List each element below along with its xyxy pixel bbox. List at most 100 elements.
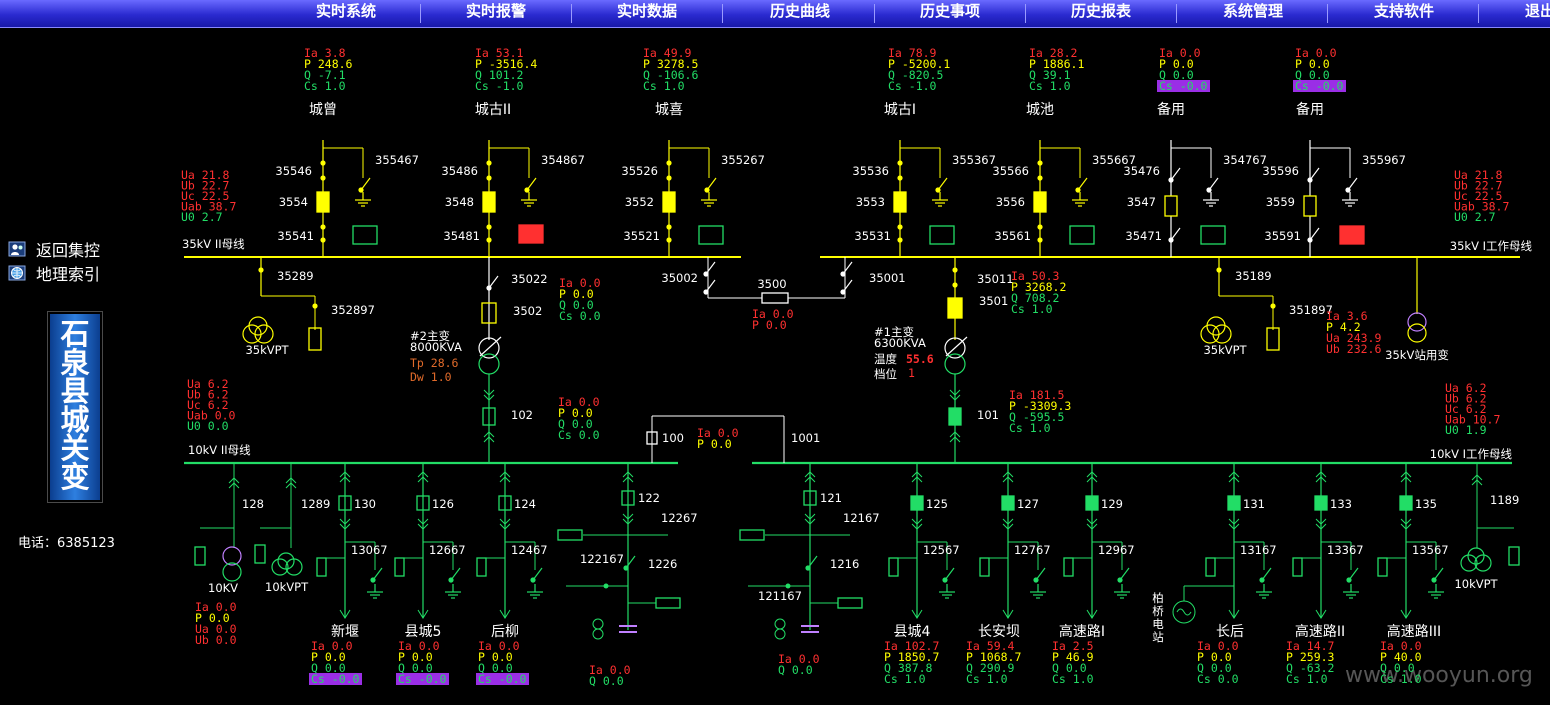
menu-separator [571, 4, 572, 23]
back-to-control-link[interactable]: 返回集控 [8, 238, 100, 260]
bus-tie-breaker[interactable] [646, 431, 658, 445]
earth-switch[interactable] [370, 567, 383, 583]
menu-history-report[interactable]: 历史报表 [1071, 2, 1132, 20]
disconnector[interactable] [703, 279, 716, 295]
disconnector[interactable] [1307, 167, 1320, 183]
menu-separator [874, 4, 875, 23]
menu-realtime-system[interactable]: 实时系统 [316, 2, 377, 20]
feeder-breaker[interactable] [1227, 495, 1241, 511]
transformer-lv-breaker[interactable] [948, 407, 962, 426]
switch-blade [1208, 177, 1219, 191]
geo-index-link[interactable]: 地理索引 [8, 262, 100, 284]
circuit-breaker[interactable] [1303, 195, 1317, 217]
temp-label: 温度 [874, 352, 897, 366]
measurement-value: Cs 1.0 [1052, 672, 1094, 686]
feeder-breaker[interactable] [1399, 495, 1413, 511]
bus-voltage: Ua 6.2 [1445, 381, 1487, 395]
disconnector[interactable] [840, 261, 853, 277]
menu-exit[interactable]: 退出 [1525, 2, 1550, 20]
switch-blade [450, 567, 461, 581]
disconnector[interactable] [840, 279, 853, 295]
measurement-value: P 3278.5 [643, 57, 698, 71]
bus-voltage: U0 1.9 [1445, 423, 1487, 437]
menu-system-admin[interactable]: 系统管理 [1223, 2, 1284, 20]
disconnector[interactable] [1307, 227, 1320, 243]
disconnector[interactable] [1168, 227, 1181, 243]
measurement-value: Q 0.0 [478, 661, 513, 675]
measurement-value: Q 101.2 [475, 68, 523, 82]
earth-switch[interactable] [1117, 567, 1130, 583]
feeder-name: 长安坝 [978, 624, 1020, 640]
disconnector[interactable] [486, 275, 499, 291]
switch-id: 122167 [580, 552, 624, 566]
earth-switch[interactable] [1206, 177, 1219, 193]
measurement-value: P 0.0 [752, 318, 787, 332]
earth-switch[interactable] [358, 177, 371, 193]
feeder-breaker[interactable] [1314, 495, 1328, 511]
earth-switch[interactable] [1431, 567, 1444, 583]
feeder-breaker[interactable] [1001, 495, 1015, 511]
menu-realtime-alarm[interactable]: 实时报警 [466, 2, 527, 20]
earth-symbol [931, 191, 949, 207]
disconnector[interactable] [805, 555, 818, 571]
earth-switch[interactable] [1345, 177, 1358, 193]
switch-id: 35022 [511, 272, 548, 286]
earth-switch[interactable] [942, 567, 955, 583]
feeder-breaker[interactable] [1085, 495, 1099, 511]
menu-support-software[interactable]: 支持软件 [1374, 2, 1435, 20]
earth-switch[interactable] [704, 177, 717, 193]
menu-history-curve[interactable]: 历史曲线 [770, 2, 831, 20]
feeder-breaker[interactable] [416, 495, 430, 511]
menu-history-events[interactable]: 历史事项 [920, 2, 981, 20]
earth-switch[interactable] [1075, 177, 1088, 193]
bus-voltage: Ua 6.2 [187, 377, 229, 391]
winding-hv [478, 337, 500, 359]
earth-switch[interactable] [1259, 567, 1272, 583]
earth-switch[interactable] [1033, 567, 1046, 583]
disconnector-contact [1037, 237, 1043, 243]
earth-switch[interactable] [935, 177, 948, 193]
transformer-hv-breaker[interactable] [481, 302, 497, 324]
phone-number: 电话：6385123 [18, 536, 115, 551]
measurement-value: P 46.9 [1052, 650, 1094, 664]
feeder-breaker[interactable] [338, 495, 352, 511]
breaker-id: 125 [926, 497, 948, 511]
feeder-breaker[interactable] [498, 495, 512, 511]
menu-realtime-data[interactable]: 实时数据 [617, 2, 678, 20]
disconnector-contact [897, 224, 903, 230]
circuit-breaker[interactable] [482, 191, 496, 213]
measurement-value: P 4.2 [1326, 320, 1361, 334]
winding [222, 562, 242, 582]
switch-blade [372, 567, 383, 581]
circuit-breaker[interactable] [662, 191, 676, 213]
measurement-value: Cs -0.0 [311, 672, 360, 686]
feeder-breaker[interactable] [910, 495, 924, 511]
disconnector[interactable] [703, 261, 716, 277]
disconnector[interactable] [1168, 167, 1181, 183]
measurement-value: Cs -0.0 [1295, 79, 1344, 93]
capacitor-breaker[interactable] [803, 490, 817, 506]
circuit-breaker[interactable] [893, 191, 907, 213]
transformer-name: #1主变 [874, 325, 914, 339]
capacitor-breaker[interactable] [621, 490, 635, 506]
earth-switch[interactable] [530, 567, 543, 583]
earth-switch[interactable] [1346, 567, 1359, 583]
measurement-value: Q 0.0 [398, 661, 433, 675]
feeder-name: 城喜 [655, 102, 683, 118]
arrester [194, 546, 206, 566]
earth-switch[interactable] [448, 567, 461, 583]
transformer-hv-breaker[interactable] [947, 297, 963, 319]
breaker-id: 3556 [996, 195, 1025, 209]
switch-blade [1309, 167, 1320, 181]
circuit-breaker[interactable] [316, 191, 330, 213]
circuit-breaker[interactable] [1164, 195, 1178, 217]
generator-wave [1176, 608, 1192, 616]
disconnector-contact [320, 175, 326, 181]
earth-switch[interactable] [524, 177, 537, 193]
disconnector[interactable] [623, 555, 636, 571]
transformer-lv-breaker[interactable] [482, 407, 496, 426]
status-indicator [929, 225, 955, 245]
circuit-breaker[interactable] [1033, 191, 1047, 213]
earth-symbol [444, 583, 462, 599]
bus-tie-breaker[interactable] [761, 292, 789, 304]
